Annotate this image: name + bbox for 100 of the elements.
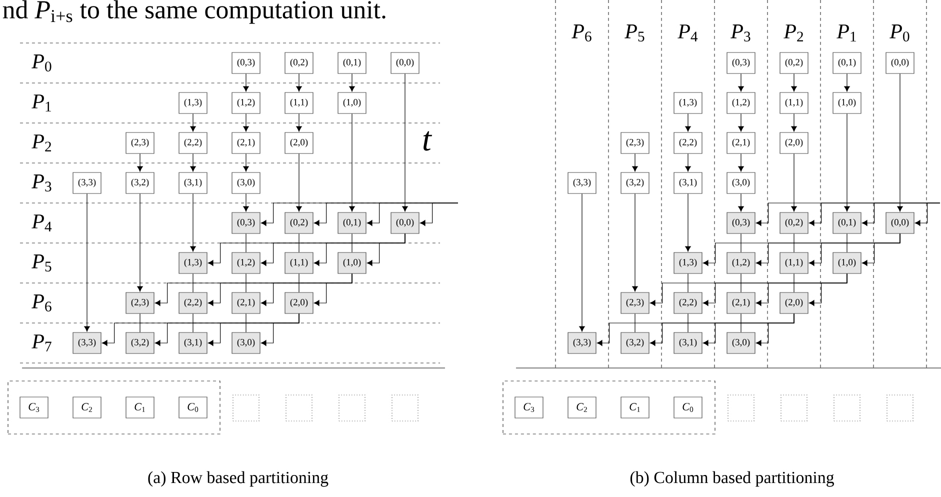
column-label: P$_{1}$ xyxy=(836,24,856,42)
tile-box: (1,3) xyxy=(178,92,208,114)
connector-line xyxy=(298,274,300,292)
column-label: P$_{4}$ xyxy=(678,24,698,42)
arrow xyxy=(420,202,458,226)
group-box xyxy=(8,380,220,434)
arrow xyxy=(632,194,638,292)
arrow xyxy=(738,154,744,172)
tile-box: (3,1) xyxy=(674,332,702,354)
axis-label: t xyxy=(423,131,432,151)
tile-box: (0,3) xyxy=(232,52,260,74)
tile-box: (1,2) xyxy=(726,252,756,274)
connector-line xyxy=(740,274,742,292)
tile-box: (0,0) xyxy=(390,212,420,234)
arrow xyxy=(897,74,903,212)
arrow xyxy=(190,154,196,172)
tile-box: (2,0) xyxy=(284,292,314,314)
arrow xyxy=(190,114,196,132)
row-label: P$_{0}$ xyxy=(32,54,52,72)
arrow xyxy=(296,74,302,92)
unit-box: C$_{3}$ xyxy=(20,396,48,418)
tile-box: (1,0) xyxy=(832,92,862,114)
row-label: P$_{6}$ xyxy=(32,294,52,312)
empty-slot xyxy=(286,394,312,422)
empty-slot xyxy=(338,394,366,422)
tile-box: (3,3) xyxy=(568,172,596,194)
tile-box: (0,0) xyxy=(886,212,914,234)
connector-line xyxy=(634,314,636,332)
tile-box: (1,0) xyxy=(832,252,862,274)
tile-box: (2,3) xyxy=(126,132,154,154)
empty-slot xyxy=(780,394,808,422)
tile-box: (1,1) xyxy=(284,252,314,274)
tile-box: (1,3) xyxy=(178,252,208,274)
arrow xyxy=(137,194,143,292)
tile-box: (2,1) xyxy=(232,132,260,154)
tile-box: (1,0) xyxy=(338,92,366,114)
tile-box: (2,0) xyxy=(780,292,808,314)
tile-box: (3,2) xyxy=(620,172,650,194)
tile-box: (0,0) xyxy=(886,52,914,74)
tile-box: (0,2) xyxy=(780,52,808,74)
empty-slot xyxy=(232,394,260,422)
tile-box: (3,1) xyxy=(674,172,702,194)
arrow xyxy=(844,74,850,92)
arrow xyxy=(791,114,797,132)
tile-box: (0,0) xyxy=(390,52,420,74)
tile-box: (3,0) xyxy=(726,332,756,354)
arrow xyxy=(84,194,90,332)
unit-box: C$_{1}$ xyxy=(620,396,650,418)
tile-box: (3,1) xyxy=(178,332,208,354)
empty-slot xyxy=(886,394,914,422)
unit-box: C$_{1}$ xyxy=(126,396,154,418)
tile-box: (0,1) xyxy=(338,52,366,74)
tile-box: (2,2) xyxy=(674,132,702,154)
tile-box: (0,3) xyxy=(232,212,260,234)
column-label: P$_{3}$ xyxy=(730,24,750,42)
tile-box: (1,2) xyxy=(232,252,260,274)
column-label: P$_{2}$ xyxy=(784,24,803,42)
arrow xyxy=(685,194,691,252)
tile-box: (2,0) xyxy=(284,132,314,154)
arrow xyxy=(243,74,249,92)
connector-line xyxy=(192,314,194,332)
unit-box: C$_{3}$ xyxy=(514,396,544,418)
empty-slot xyxy=(728,394,754,422)
arrow xyxy=(402,74,408,212)
arrow xyxy=(685,114,691,132)
tile-box: (2,2) xyxy=(674,292,702,314)
tile-box: (2,1) xyxy=(232,292,260,314)
unit-box: C$_{0}$ xyxy=(674,396,702,418)
tile-box: (3,2) xyxy=(620,332,650,354)
tile-box: (3,1) xyxy=(178,172,208,194)
arrow xyxy=(137,154,143,172)
unit-box: C$_{0}$ xyxy=(178,396,208,418)
tile-box: (1,0) xyxy=(338,252,366,274)
tile-box: (3,0) xyxy=(726,172,756,194)
arrow xyxy=(791,74,797,92)
column-label: P$_{5}$ xyxy=(624,24,644,42)
arrow xyxy=(756,314,794,346)
tile-box: (0,1) xyxy=(832,52,862,74)
arrow xyxy=(579,194,585,332)
connector-line xyxy=(846,234,848,252)
arrow xyxy=(862,234,900,266)
tile-box: (2,1) xyxy=(726,132,756,154)
connector-line xyxy=(192,274,194,292)
caption: (a) Row based partitioning xyxy=(148,471,328,487)
caption: (b) Column based partitioning xyxy=(630,471,834,487)
tile-box: (2,2) xyxy=(178,292,208,314)
tile-box: (3,2) xyxy=(126,332,154,354)
arrow xyxy=(243,114,249,132)
tile-box: (0,1) xyxy=(832,212,862,234)
tile-box: (3,0) xyxy=(232,172,260,194)
tile-box: (0,3) xyxy=(726,52,756,74)
arrow xyxy=(738,114,744,132)
arrow xyxy=(791,154,797,212)
heading-text: nd P$_{i+s}$ to the same computation unit. xyxy=(2,0,386,24)
row-label: P$_{7}$ xyxy=(32,334,52,352)
arrow xyxy=(685,154,691,172)
arrow xyxy=(366,234,406,266)
arrow xyxy=(314,274,352,306)
tile-box: (2,3) xyxy=(620,292,650,314)
unit-box: C$_{2}$ xyxy=(72,396,102,418)
